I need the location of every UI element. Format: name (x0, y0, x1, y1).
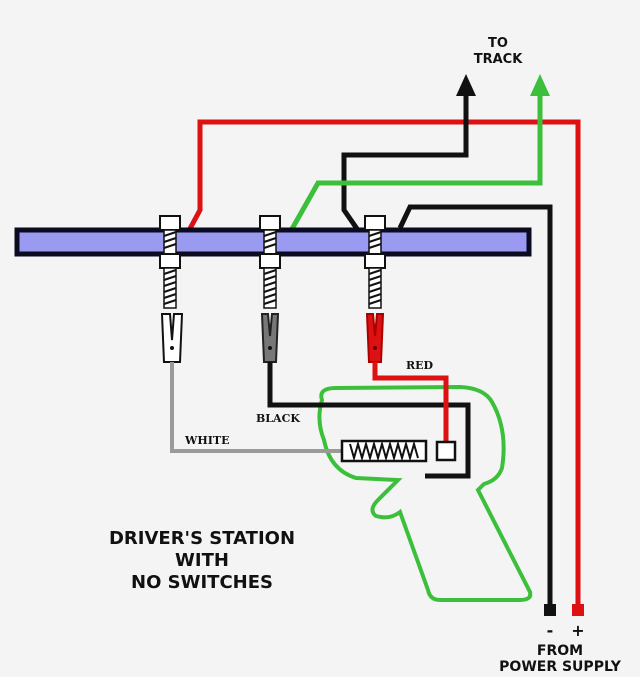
plus-label: + (571, 621, 584, 640)
from-label: FROM (537, 643, 583, 659)
red-wire-power (183, 119, 581, 608)
red-clip-icon (365, 313, 385, 363)
resistor-coil (349, 440, 419, 462)
hand-controller-outline (317, 384, 533, 602)
red-wire-label: RED (406, 359, 434, 372)
to-track-label-1: TO (488, 36, 508, 51)
wiper-contact (435, 440, 457, 462)
terminal-right (364, 215, 386, 309)
green-track-arrow-icon (530, 74, 550, 96)
terminal-middle (259, 215, 281, 309)
white-wire-label: WHITE (184, 434, 229, 447)
title-line-3: NO SWITCHES (131, 572, 273, 593)
power-supply-label: POWER SUPPLY (499, 659, 622, 675)
black-wire-label: BLACK (256, 412, 300, 425)
title-line-1: DRIVER'S STATION (109, 528, 295, 549)
black-wire-controller (267, 362, 471, 479)
black-clip-icon (260, 313, 280, 363)
positive-terminal (572, 604, 584, 616)
green-wire-track (285, 88, 543, 238)
red-wire-controller (372, 362, 449, 445)
black-wire-track (341, 88, 469, 238)
to-track-label-2: TRACK (474, 52, 523, 67)
terminal-left (159, 215, 181, 309)
white-wire-controller (170, 362, 342, 453)
negative-terminal (544, 604, 556, 616)
black-track-arrow-icon (456, 74, 476, 96)
title-line-2: WITH (175, 550, 229, 571)
white-clip-icon (160, 313, 184, 363)
black-wire-power (397, 204, 553, 608)
minus-label: - (547, 621, 554, 640)
